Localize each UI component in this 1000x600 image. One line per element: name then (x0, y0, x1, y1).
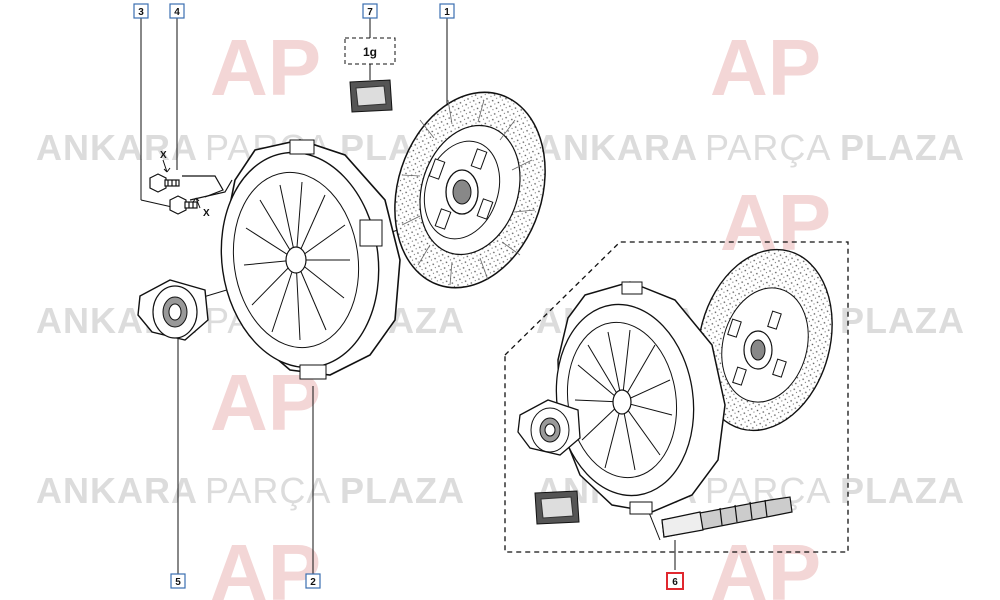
svg-text:AP: AP (210, 528, 321, 600)
svg-text:PLAZA: PLAZA (840, 470, 965, 511)
callout-box (666, 572, 684, 590)
watermark-row: ANKARA PARÇA PLAZA (536, 127, 965, 168)
svg-text:ANKARA: ANKARA (536, 127, 698, 168)
callout-box (305, 573, 321, 589)
svg-text:PARÇA: PARÇA (705, 127, 831, 168)
grease-quantity-label: 1g (363, 45, 377, 59)
bolt-set (149, 173, 233, 215)
grease-quantity-box (344, 37, 396, 65)
svg-text:AP: AP (210, 23, 321, 112)
torque-mark-top: X (160, 150, 167, 161)
bolt-icon (149, 173, 180, 193)
watermark-logo: AP (710, 528, 821, 600)
svg-text:PLAZA: PLAZA (340, 470, 465, 511)
callout-box (133, 3, 149, 19)
watermark-row: ANKARA PARÇA PLAZA (36, 470, 465, 511)
callout-label: 1 (444, 7, 450, 18)
release-bearing (137, 279, 209, 341)
kit-grease-sachet-icon (534, 490, 580, 525)
pressure-plate (220, 139, 401, 380)
torque-mark-bottom: X (203, 208, 210, 219)
callout-label: 3 (138, 7, 144, 18)
clutch-disc (394, 91, 546, 289)
callout-box (362, 3, 378, 19)
svg-text:AP: AP (710, 528, 821, 600)
watermark-logo: AP (210, 23, 321, 112)
svg-text:PARÇA: PARÇA (205, 470, 331, 511)
callout-2: 2 (305, 573, 321, 589)
arrow-icon (192, 197, 201, 209)
callout-3: 3 (133, 3, 149, 19)
callout-label: 4 (174, 7, 180, 18)
callout-box (170, 573, 186, 589)
kit-pressure-plate (555, 281, 726, 515)
callout-4: 4 (169, 3, 185, 19)
callout-box (439, 3, 455, 19)
kit-clutch-disc (697, 248, 833, 432)
kit-release-bearing (517, 399, 581, 456)
callout-5: 5 (170, 573, 186, 589)
watermark-logo: AP (710, 23, 821, 112)
watermark-logo: AP (210, 528, 321, 600)
callout-box (169, 3, 185, 19)
grease-sachet-icon (349, 79, 393, 113)
clutch-alignment-tool (661, 496, 793, 538)
callout-7: 7 (362, 3, 378, 19)
callout-6: 6 (666, 572, 684, 590)
callout-layer: 1 2 3 4 5 6 7 (133, 3, 684, 590)
svg-text:PLAZA: PLAZA (840, 300, 965, 341)
svg-text:ANKARA: ANKARA (36, 470, 198, 511)
bolt-icon (169, 195, 198, 215)
callout-label: 2 (310, 577, 316, 588)
svg-text:PLAZA: PLAZA (840, 127, 965, 168)
callout-label: 5 (175, 577, 181, 588)
svg-text:AP: AP (710, 23, 821, 112)
callout-label: 6 (672, 577, 678, 588)
clutch-kit-boundary (504, 241, 849, 553)
callout-label: 7 (367, 7, 373, 18)
arrow-icon (162, 159, 171, 173)
callout-1: 1 (439, 3, 455, 19)
svg-text:ANKARA: ANKARA (36, 127, 198, 168)
